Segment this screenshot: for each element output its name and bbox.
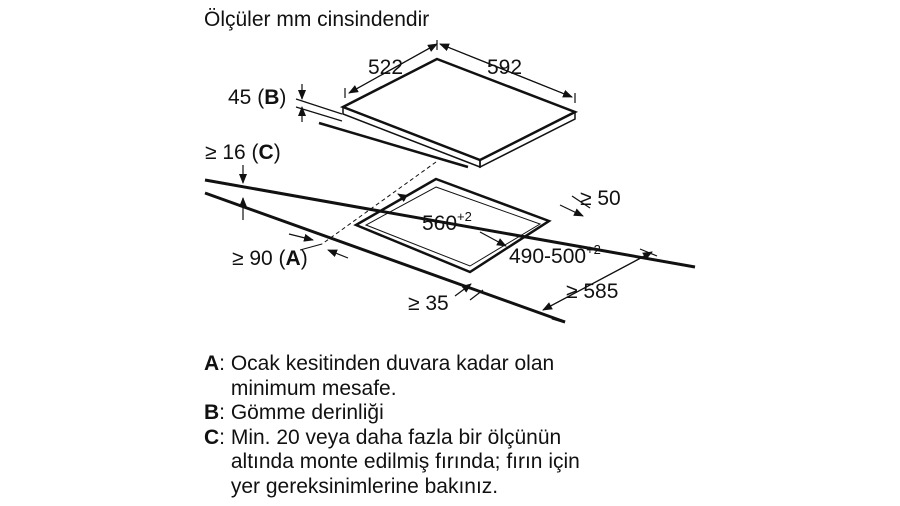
legend-key: B <box>204 401 220 424</box>
worktop-top-edge <box>204 178 696 269</box>
title: Ölçüler mm cinsindendir <box>204 8 429 31</box>
projection-line-2 <box>299 243 323 251</box>
hob <box>318 57 579 169</box>
projection-line <box>321 161 437 245</box>
installation-dimension-drawing: Ölçüler mm cinsindendir 522 592 45 (B) <box>204 8 696 324</box>
cutout <box>353 177 552 274</box>
front-clearance-a-marker <box>288 233 349 259</box>
back-clearance-label: ≥ 50 <box>580 187 621 210</box>
depth-b-label: 45 (B) <box>228 86 286 109</box>
hob-dimension-lines <box>344 40 576 103</box>
front-edge-label: ≥ 35 <box>408 292 449 315</box>
worktop <box>204 178 696 324</box>
legend: A: Ocak kesitinden duvara kadar olan min… <box>204 352 884 499</box>
cutout-outline <box>353 177 552 274</box>
hob-underside <box>318 121 469 169</box>
legend-text: Min. 20 veya daha fazla bir ölçünün altı… <box>230 425 580 498</box>
cutout-inner <box>364 186 542 267</box>
worktop-depth-label: ≥ 585 <box>566 280 618 303</box>
legend-key: C <box>204 425 220 449</box>
worktop-bottom-edge <box>204 191 566 324</box>
legend-colon: : <box>219 425 231 449</box>
legend-key: A <box>204 352 220 375</box>
gap-c-label: ≥ 16 (C) <box>205 141 281 164</box>
worktop-front-edge <box>551 316 566 324</box>
depth-b-marker <box>295 84 343 122</box>
front-edge-marker <box>454 283 484 301</box>
legend-colon: : <box>219 352 231 375</box>
hob-thickness-right <box>479 110 576 169</box>
back-clearance-marker <box>559 195 591 217</box>
cutout-dimension-lines <box>397 193 507 247</box>
worktop-depth-marker <box>542 248 658 311</box>
legend-item-c: C: Min. 20 veya daha fazla bir ölçünün a… <box>204 426 884 500</box>
hob-depth-label: 522 <box>368 56 403 79</box>
cutout-depth-label: 490-500+2 <box>509 242 601 268</box>
legend-text: Gömme derinliği <box>230 401 384 424</box>
legend-item-a: A: Ocak kesitinden duvara kadar olan min… <box>204 352 884 401</box>
hob-width-label: 592 <box>487 56 522 79</box>
legend-colon: : <box>219 401 231 424</box>
cutout-width-label: 560+2 <box>422 209 472 235</box>
legend-item-b: B: Gömme derinliği <box>204 401 884 426</box>
legend-text: Ocak kesitinden duvara kadar olan minimu… <box>230 352 555 400</box>
front-clearance-a-label: ≥ 90 (A) <box>232 247 308 270</box>
